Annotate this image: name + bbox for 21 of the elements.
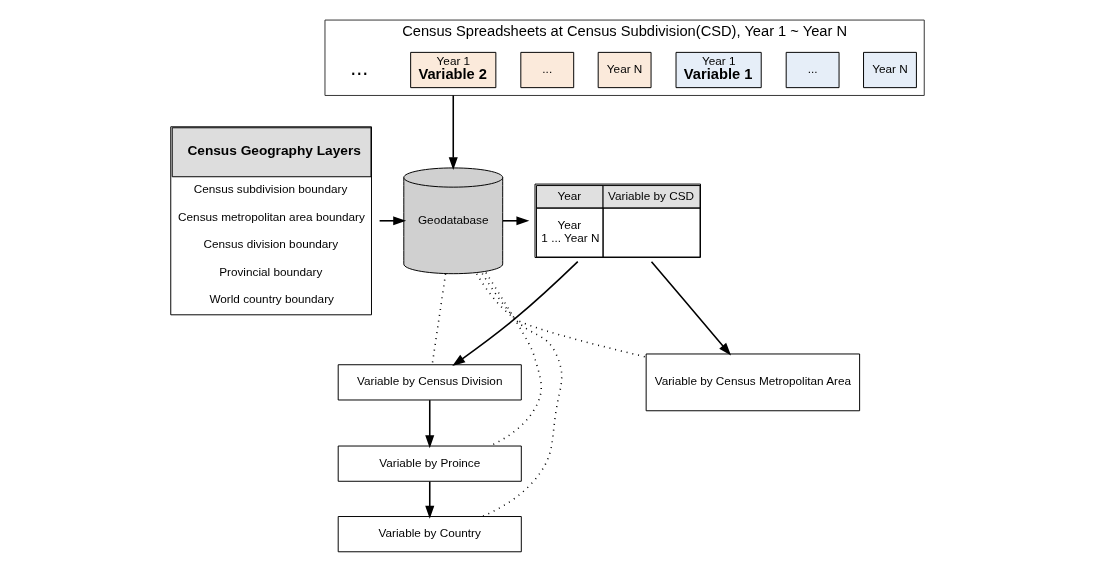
node-box: Variable by Proince (337, 445, 522, 482)
node-box: Year N (597, 51, 652, 89)
arrow (448, 94, 458, 171)
node-box: Year 1 Variable 2 (409, 51, 496, 89)
node-box: Year 1 Variable 1 (675, 51, 762, 89)
arrow (424, 399, 434, 449)
arrow (424, 480, 434, 519)
connector (481, 272, 562, 518)
node-box: Variable by Country (337, 516, 522, 553)
node-box: ... (785, 51, 840, 89)
arrow (650, 260, 731, 356)
arrow (378, 216, 406, 226)
node-box: ... (519, 51, 574, 89)
label: ... (349, 56, 368, 81)
node-box: Variable by Census Division (337, 364, 522, 401)
arrow (451, 260, 579, 366)
node-box: Year N (862, 51, 917, 89)
arrow (501, 216, 529, 226)
node-box: Variable by Census Metropolitan Area (645, 353, 860, 412)
connector (475, 273, 647, 358)
connector (484, 271, 542, 447)
